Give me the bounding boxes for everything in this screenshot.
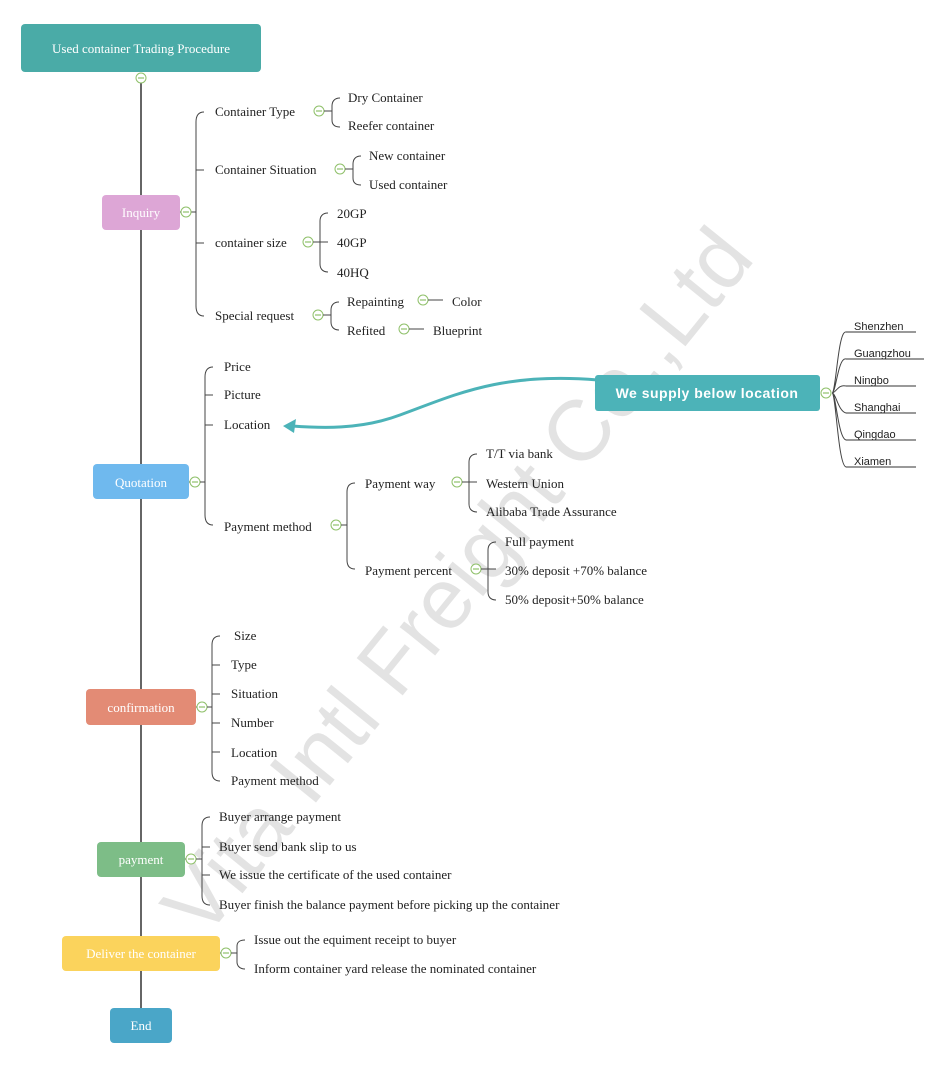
color-label: Color <box>452 294 482 309</box>
quotation-collapse-icon[interactable] <box>189 476 201 488</box>
deliver-label: Deliver the container <box>86 946 196 961</box>
repainting-collapse-icon[interactable] <box>417 294 429 306</box>
location-label: Location <box>224 417 271 432</box>
special-request-collapse-icon[interactable] <box>312 309 324 321</box>
payment-way-collapse-icon[interactable] <box>451 476 463 488</box>
inquiry-bracket <box>195 111 205 317</box>
quotation-label: Quotation <box>115 475 167 490</box>
inquiry-collapse-icon[interactable] <box>180 206 192 218</box>
container-type-label: Container Type <box>215 104 295 119</box>
refited-collapse-icon[interactable] <box>398 323 410 335</box>
size-40hq-label: 40HQ <box>337 265 369 280</box>
confirm-type-label: Type <box>231 657 257 672</box>
payment-label: payment <box>119 852 164 867</box>
supply-label: We supply below location <box>616 385 799 401</box>
special-request-label: Special request <box>215 308 294 323</box>
supply-location-shanghai: Shanghai <box>854 402 901 414</box>
end-box[interactable] <box>110 1008 172 1043</box>
payment-percent-collapse-icon[interactable] <box>470 563 482 575</box>
quotation-bracket <box>200 366 214 526</box>
payment-method-label: Payment method <box>224 519 312 534</box>
title-box[interactable] <box>21 24 261 72</box>
used-container-label: Used container <box>369 177 448 192</box>
confirm-situation-label: Situation <box>231 686 278 701</box>
container-size-collapse-icon[interactable] <box>302 236 314 248</box>
special-request-bracket <box>329 301 340 331</box>
supply-collapse-icon[interactable] <box>820 387 832 399</box>
repainting-label: Repainting <box>347 294 405 309</box>
size-40gp-label: 40GP <box>337 235 367 250</box>
payment-percent-label: Payment percent <box>365 563 452 578</box>
inquiry-label: Inquiry <box>122 205 161 220</box>
size-20gp-label: 20GP <box>337 206 367 221</box>
end-label: End <box>131 1018 152 1033</box>
full-payment-label: Full payment <box>505 534 574 549</box>
inquiry-box[interactable] <box>102 195 180 230</box>
container-size-bracket <box>318 212 329 273</box>
supply-location-list: ShenzhenGuangzhouNingboShanghaiQingdaoXi… <box>831 321 924 468</box>
container-size-label: container size <box>215 235 287 250</box>
payment-bracket <box>196 816 211 906</box>
confirm-size-label: Size <box>234 628 257 643</box>
payment-percent-bracket <box>486 541 497 601</box>
confirm-payment-method-label: Payment method <box>231 773 319 788</box>
buyer-arrange-payment-label: Buyer arrange payment <box>219 809 341 824</box>
deliver-collapse-icon[interactable] <box>220 947 232 959</box>
inquiry-bracket-ticks <box>192 169 204 244</box>
tt-via-bank-label: T/T via bank <box>486 446 553 461</box>
supply-location-xiamen: Xiamen <box>854 456 891 468</box>
payment-method-bracket <box>345 482 356 570</box>
issue-equipment-receipt-label: Issue out the equiment receipt to buyer <box>254 932 457 947</box>
confirmation-collapse-icon[interactable] <box>196 701 208 713</box>
title-text: Used container Trading Procedure <box>52 41 230 56</box>
deliver-box[interactable] <box>62 936 220 971</box>
inform-container-yard-label: Inform container yard release the nomina… <box>254 961 537 976</box>
confirmation-label: confirmation <box>107 700 175 715</box>
supply-location-shenzhen: Shenzhen <box>854 321 904 333</box>
container-situation-collapse-icon[interactable] <box>334 163 346 175</box>
quotation-box[interactable] <box>93 464 189 499</box>
deliver-bracket <box>231 939 246 970</box>
confirm-number-label: Number <box>231 715 274 730</box>
new-container-label: New container <box>369 148 446 163</box>
supply-arrowhead <box>283 419 296 433</box>
deposit-30-label: 30% deposit +70% balance <box>505 563 647 578</box>
title-collapse-icon[interactable] <box>135 72 147 84</box>
issue-certificate-label: We issue the certificate of the used con… <box>219 867 452 882</box>
supply-location-bracket <box>831 331 847 468</box>
western-union-label: Western Union <box>486 476 565 491</box>
payment-collapse-icon[interactable] <box>185 853 197 865</box>
container-situation-bracket <box>351 155 362 186</box>
balance-payment-label: Buyer finish the balance payment before … <box>219 897 560 912</box>
payment-way-bracket <box>467 453 478 513</box>
blueprint-label: Blueprint <box>433 323 482 338</box>
price-label: Price <box>224 359 251 374</box>
supply-location-qingdao: Qingdao <box>854 429 896 441</box>
confirmation-bracket <box>207 635 221 782</box>
supply-box[interactable] <box>595 375 820 411</box>
confirmation-box[interactable] <box>86 689 196 725</box>
payment-box[interactable] <box>97 842 185 877</box>
payment-method-collapse-icon[interactable] <box>330 519 342 531</box>
picture-label: Picture <box>224 387 261 402</box>
confirm-location-label: Location <box>231 745 278 760</box>
buyer-send-bank-slip-label: Buyer send bank slip to us <box>219 839 357 854</box>
container-type-collapse-icon[interactable] <box>313 105 325 117</box>
container-situation-label: Container Situation <box>215 162 317 177</box>
container-type-bracket <box>330 97 341 128</box>
reefer-container-label: Reefer container <box>348 118 435 133</box>
refited-label: Refited <box>347 323 386 338</box>
alibaba-trade-assurance-label: Alibaba Trade Assurance <box>486 504 617 519</box>
supply-location-ningbo: Ningbo <box>854 375 889 387</box>
supply-location-guangzhou: Guangzhou <box>854 348 911 360</box>
payment-way-label: Payment way <box>365 476 436 491</box>
dry-container-label: Dry Container <box>348 90 423 105</box>
supply-arrow-line <box>291 376 599 429</box>
deposit-50-label: 50% deposit+50% balance <box>505 592 644 607</box>
